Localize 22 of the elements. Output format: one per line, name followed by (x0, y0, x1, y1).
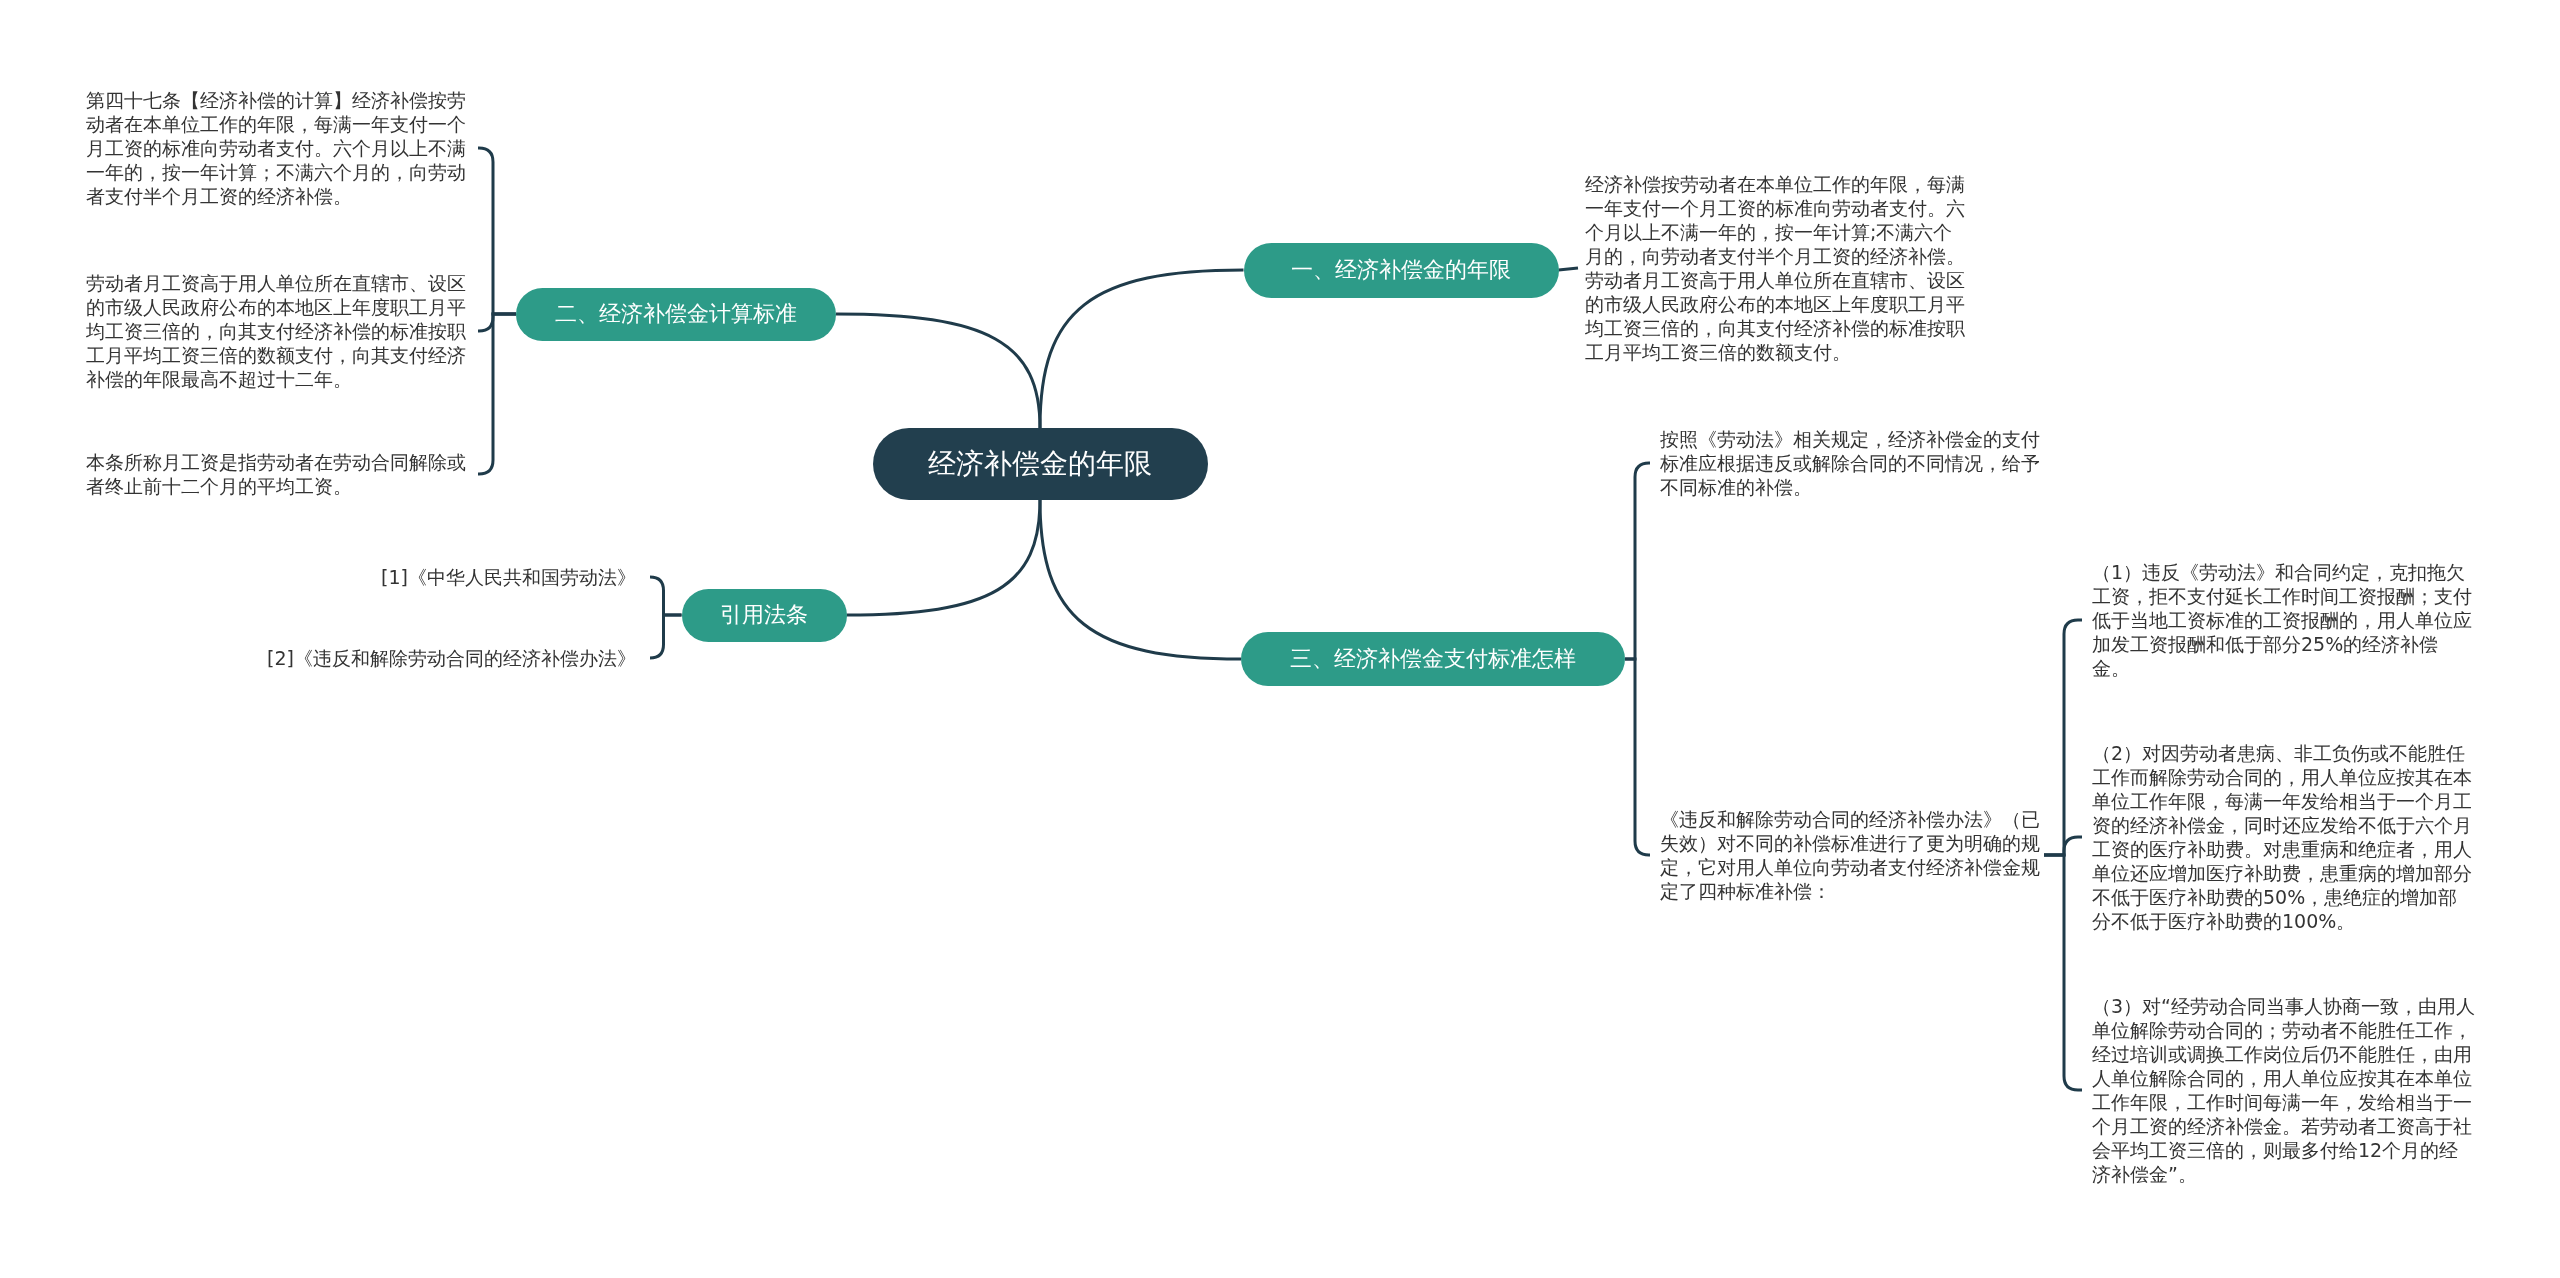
note-text: 《违反和解除劳动合同的经济补偿办法》（已失效）对不同的补偿标准进行了更为明确的规定，它对用人单位向劳动者支付经济补偿金规定了四种标准补偿： (1650, 807, 2044, 903)
citation-text: [2]《违反和解除劳动合同的经济补偿办法》 (267, 646, 650, 670)
note-text: 按照《劳动法》相关规定，经济补偿金的支付标准应根据违反或解除合同的不同情况，给予不同标准的补偿。 (1650, 427, 2044, 499)
topic-pill: 三、经济补偿金支付标准怎样 (1241, 632, 1625, 686)
connector-curve (1038, 268, 1244, 429)
topic-pill: 一、经济补偿金的年限 (1243, 242, 1559, 298)
topic-pill: 引用法条 (681, 588, 847, 642)
citation-text: [1]《中华人民共和国劳动法》 (381, 565, 650, 589)
note-text: 本条所称月工资是指劳动者在劳动合同解除或者终止前十二个月的平均工资。 (86, 450, 478, 498)
note-text: （2）对因劳动者患病、非工负伤或不能胜任工作而解除劳动合同的，用人单位应按其在本单位工作年限，每满一年发给相当于一个月工资的经济补偿金，同时还应发给不低于六个月工资的医疗补助费。对患重病和绝症者，用人单位还应增加医疗补助费，患重病的增加部分不低于医疗补助费的50%，患绝症的增加部分不低于医疗补助费的100%。 (2082, 741, 2476, 933)
central-topic: 经济补偿金的年限 (872, 428, 1208, 500)
connector-curve (835, 312, 1042, 429)
note-text: （3）对“经劳动合同当事人协商一致，由用人单位解除劳动合同的；劳动者不能胜任工作，经过培训或调换工作岗位后仍不能胜任，由用人单位解除合同的，用人单位应按其在本单位工作年限，工作时间每满一年，发给相当于一个月工资的经济补偿金。若劳动者工资高于社会平均工资三倍的，则最多付给12个月的经济补偿金”。 (2082, 994, 2476, 1186)
connector-curve (846, 499, 1042, 617)
note-text: 劳动者月工资高于用人单位所在直辖市、设区的市级人民政府公布的本地区上年度职工月平均工资三倍的，向其支付经济补偿的标准按职工月平均工资三倍的数额支付，向其支付经济补偿的年限最高不超过十二年。 (86, 271, 478, 391)
topic-pill: 二、经济补偿金计算标准 (516, 287, 836, 341)
note-text: （1）违反《劳动法》和合同约定，克扣拖欠工资，拒不支付延长工作时间工资报酬；支付低于当地工资标准的工资报酬的，用人单位应加发工资报酬和低于部分25%的经济补偿金。 (2082, 560, 2476, 680)
note-text: 第四十七条【经济补偿的计算】经济补偿按劳动者在本单位工作的年限，每满一年支付一个月工资的标准向劳动者支付。六个月以上不满一年的，按一年计算；不满六个月的，向劳动者支付半个月工资的经济补偿。 (86, 88, 478, 208)
bracket-line (648, 613, 682, 660)
note-text: 经济补偿按劳动者在本单位工作的年限，每满一年支付一个月工资的标准向劳动者支付。六个月以上不满一年的，按一年计算;不满六个月的，向劳动者支付半个月工资的经济补偿。劳动者月工资高于用人单位所在直辖市、设区的市级人民政府公布的本地区上年度职工月平均工资三倍的，向其支付经济补偿的标准按职工月平均工资三倍的数额支付。 (1578, 172, 1969, 364)
connector-curve (1038, 499, 1242, 661)
bracket-line (1558, 266, 1579, 272)
